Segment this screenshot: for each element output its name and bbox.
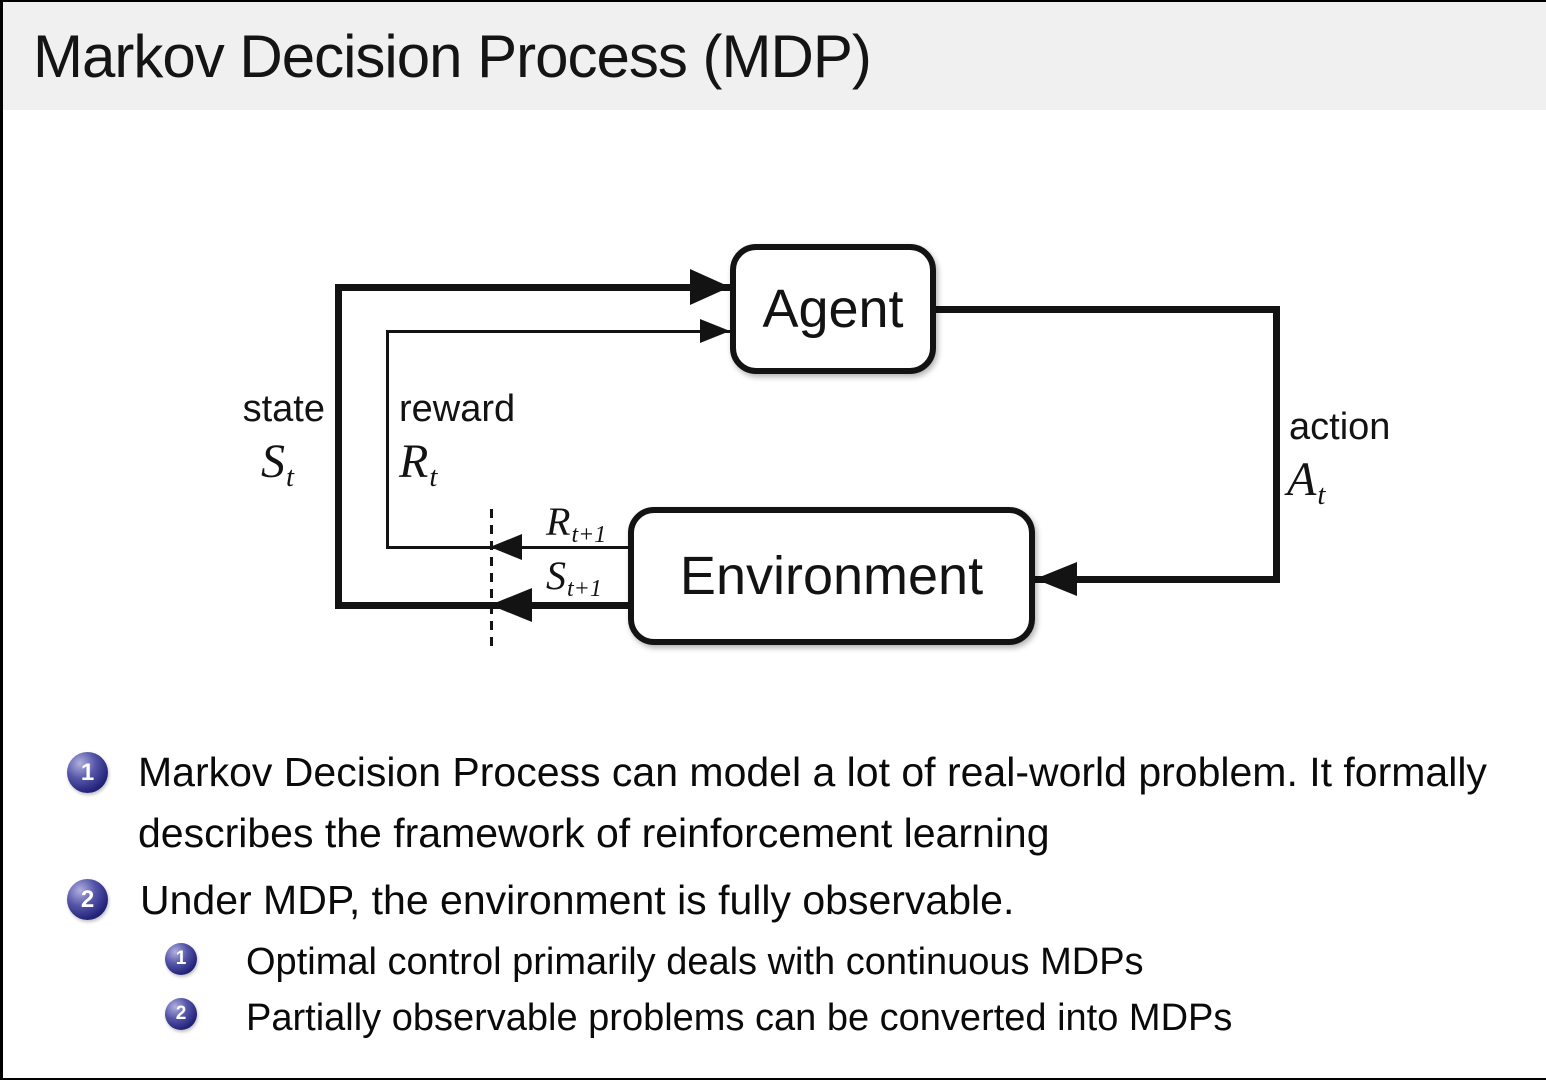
page-title: Markov Decision Process (MDP) (33, 22, 872, 90)
state-arrowhead-to-agent-icon (690, 269, 730, 305)
sub-bullet-1-text: Optimal control primarily deals with con… (246, 941, 1144, 983)
next-state-symbol: St+1 (546, 553, 602, 603)
state-line-vertical (335, 284, 342, 609)
reward-arrowhead-to-agent-icon (700, 319, 730, 343)
state-line-top (335, 284, 730, 291)
state-symbol: St (261, 435, 295, 493)
environment-box: Environment (628, 507, 1035, 645)
next-reward-arrowhead-icon (490, 534, 522, 560)
sub-bullet-2-text: Partially observable problems can be con… (246, 997, 1233, 1039)
next-state-arrowhead-icon (490, 588, 532, 622)
title-bar: Markov Decision Process (MDP) (3, 2, 1546, 110)
action-line-bottom (1035, 576, 1280, 583)
state-line-bottom (335, 602, 628, 609)
bullet-1-marker-icon: 1 (67, 752, 108, 793)
bullet-2-text: Under MDP, the environment is fully obse… (140, 877, 1015, 923)
state-label: state (242, 388, 325, 430)
action-line-vertical (1273, 306, 1280, 583)
action-arrowhead-to-environment-icon (1035, 562, 1077, 596)
sub-bullet-2-marker-icon: 2 (165, 998, 197, 1030)
environment-box-label: Environment (679, 546, 984, 606)
reward-line-top (386, 330, 730, 333)
reward-symbol: Rt (399, 435, 438, 493)
next-reward-symbol: Rt+1 (546, 499, 607, 549)
bullet-1-text: Markov Decision Process can model a lot … (138, 749, 1487, 856)
agent-box-label: Agent (762, 279, 904, 339)
action-line-top (936, 306, 1280, 313)
action-symbol: At (1287, 453, 1326, 511)
timestep-dashed-line (490, 509, 493, 646)
agent-box: Agent (730, 244, 936, 374)
bullet-2-marker-icon: 2 (67, 879, 108, 920)
reward-line-vertical (386, 330, 389, 549)
sub-bullet-1-marker-icon: 1 (165, 943, 197, 975)
action-label: action (1289, 406, 1391, 448)
reward-label: reward (399, 388, 516, 430)
